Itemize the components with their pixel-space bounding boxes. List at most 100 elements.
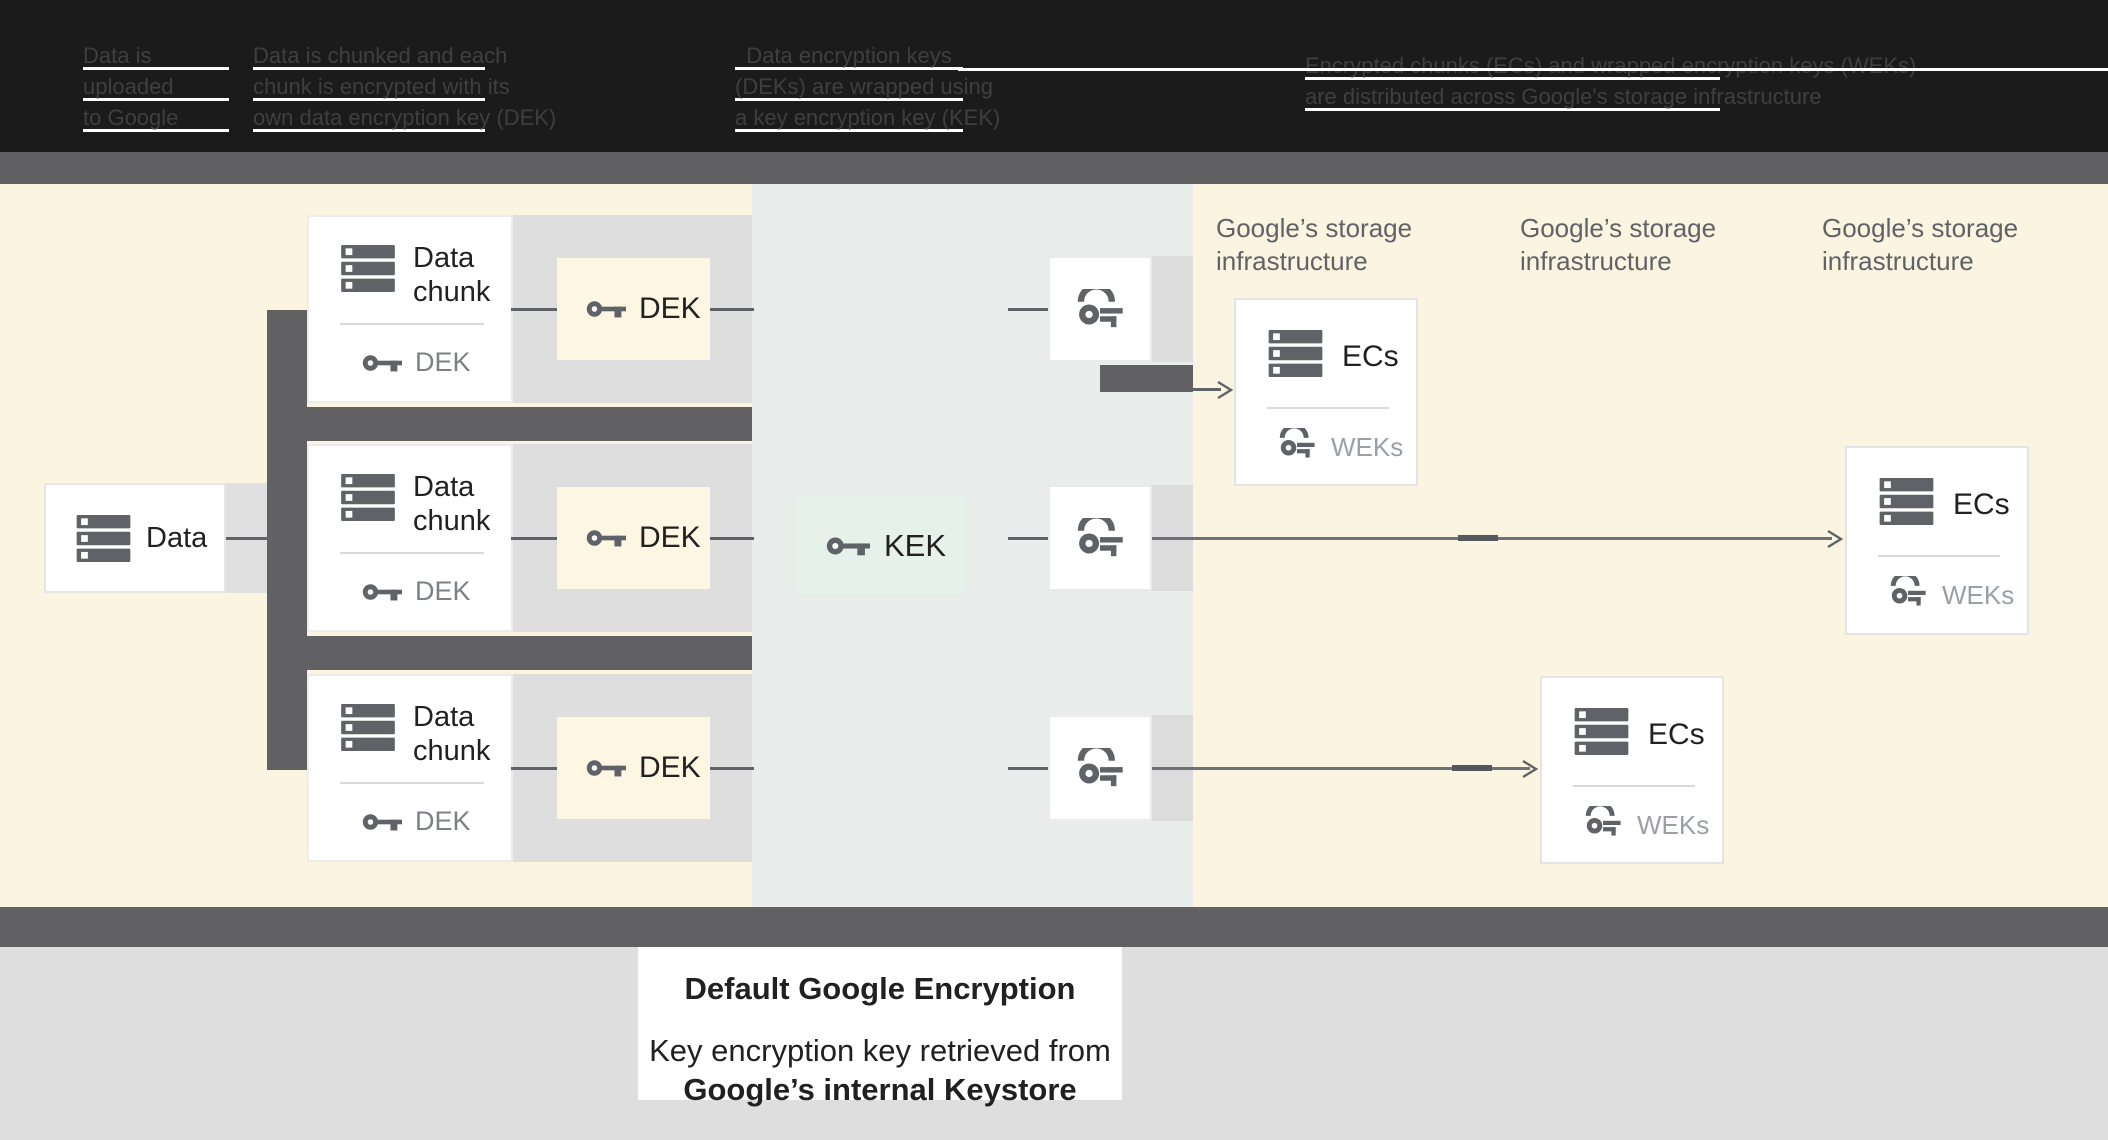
header-step-2-line-3: own data encryption key (DEK) [253,105,557,132]
chunk-divider [340,782,484,784]
row3-kek-line [1008,767,1050,770]
storage-label-line2: infrastructure [1520,246,1672,276]
header-step-3: Data encryption keys (DEKs) are wrapped … [735,44,1001,137]
bottom-dark-bar [0,907,2108,947]
storage-label-line1: Google’s storage [1216,213,1413,243]
row1-arrow-line [1193,388,1221,391]
gray-divider-bar [0,152,2108,184]
row1-conn-right [710,308,754,311]
key-icon [586,760,626,777]
row2-conn-left [511,537,557,540]
header-step-2: Data is chunked and each chunk is encryp… [253,44,557,137]
caption-line-2: Google’s internal Keystore [683,1072,1077,1107]
ec-box-1: ECs WEKs [1234,298,1418,486]
key-icon [362,355,402,372]
database-icon [1879,478,1934,525]
database-icon [341,474,395,521]
row2-kek-line [1008,537,1050,540]
arrow-right-icon [1522,759,1539,779]
row3-conn-right [710,767,754,770]
ec-weks-label: WEKs [1331,432,1404,462]
header-step-3-line-2: (DEKs) are wrapped using [735,74,994,101]
storage-label-2: Google’s storage infrastructure [1520,212,1716,278]
row3-arrow-thick-segment [1452,765,1492,771]
data-box-label: Data [146,521,208,554]
ec-divider [1878,555,2000,557]
ec-weks-label: WEKs [1637,810,1710,840]
redaction-line [958,68,2108,71]
ec-box-3: ECs WEKs [1540,676,1724,864]
chunk-dek-label: DEK [415,347,471,377]
row1-key-strip [1152,256,1193,362]
key-icon [362,584,402,601]
ec-title: ECs [1953,488,2010,521]
kek-box: KEK [793,493,968,598]
ec-box-2: ECs WEKs [1845,446,2029,635]
header-step-1-line-2: uploaded [83,75,229,101]
header-band: Data is uploaded to Google Data is chunk… [0,0,2108,152]
database-icon [76,514,131,562]
chunk-flow-bar-2 [307,636,752,670]
row2-conn-right [710,537,754,540]
key-icon [586,530,626,547]
arrow-right-icon [1827,529,1844,549]
row3-long-arrow-line [1152,767,1530,770]
chunk-title: Data chunk [413,701,491,767]
wrapped-key-icon [1077,518,1123,557]
header-step-4: Encrypted chunks (ECs) and wrapped encry… [1305,53,1917,116]
storage-label-line1: Google’s storage [1520,213,1717,243]
database-icon [1268,330,1323,377]
wrapped-key-box-1 [1048,256,1152,362]
dek-label: DEK [639,521,701,554]
storage-label-line1: Google’s storage [1822,213,2019,243]
wrapped-key-icon [1077,748,1123,787]
chunk-divider [340,323,484,325]
kek-label: KEK [884,527,947,563]
wrapped-key-icon [1890,576,1926,606]
wrapped-key-icon [1585,806,1621,836]
storage-label-1: Google’s storage infrastructure [1216,212,1412,278]
chunk-dek-label: DEK [415,806,471,836]
ec-title: ECs [1648,718,1705,751]
data-chunk-box-3: Data chunk DEK [307,674,513,862]
header-step-4-line-2: are distributed across Google's storage … [1305,84,1822,111]
dek-box-2: DEK [557,487,710,589]
key-icon [826,537,870,555]
wrapped-key-icon [1279,428,1315,458]
data-connector-line [224,537,272,540]
chunk-flow-bar-1 [307,407,752,441]
dek-label: DEK [639,292,701,325]
arrow-right-icon [1217,380,1234,400]
header-step-2-line-2: chunk is encrypted with its [253,74,510,101]
row3-conn-left [511,767,557,770]
database-icon [1574,708,1629,755]
caption-box: Default Google Encryption Key encryption… [638,947,1122,1107]
chunk-title: Data chunk [413,471,491,537]
header-step-3-line-3: a key encryption key (KEK) [735,105,1001,132]
storage-label-line2: infrastructure [1216,246,1368,276]
caption-line-1: Key encryption key retrieved from [649,1033,1111,1068]
data-chunk-box-2: Data chunk DEK [307,444,513,632]
data-chunk-box-1: Data chunk DEK [307,215,513,403]
row1-conn-left [511,308,557,311]
header-step-1-line-1: Data is [83,44,229,70]
data-box: Data [44,483,226,593]
chunk-title: Data chunk [413,242,491,308]
row1-kek-line [1008,308,1050,311]
row2-arrow-thick-segment [1458,535,1498,541]
wrapped-key-icon [1077,289,1123,328]
storage-label-line2: infrastructure [1822,246,1974,276]
database-icon [341,704,395,751]
wrapped-key-box-2 [1048,485,1152,591]
wrapped-keys-arrow-bar [1100,365,1193,392]
header-step-4-line-1: Encrypted chunks (ECs) and wrapped encry… [1305,53,1917,80]
ec-title: ECs [1342,340,1399,373]
storage-label-3: Google’s storage infrastructure [1822,212,2018,278]
caption-title: Default Google Encryption [684,971,1076,1006]
key-icon [586,301,626,318]
ec-weks-label: WEKs [1942,580,2015,610]
diagram-band: Data Data chunk DEK DEK [0,184,2108,907]
header-step-1-line-3: to Google [83,106,229,132]
database-icon [341,245,395,292]
